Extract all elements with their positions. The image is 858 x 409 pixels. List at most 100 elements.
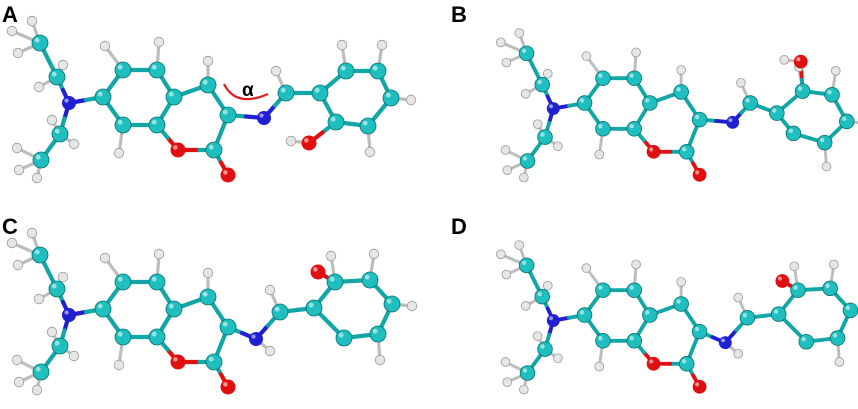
carbon-atom: [537, 341, 553, 357]
hydrogen-atom: [33, 81, 45, 93]
hydrogen-atom: [501, 57, 512, 68]
atom-highlight: [721, 338, 725, 343]
carbon-atom: [148, 328, 166, 346]
hydrogen-atom: [270, 65, 282, 77]
hydrogen-atom: [500, 357, 511, 367]
atom-highlight: [202, 79, 208, 85]
carbon-atom: [205, 353, 223, 371]
carbon-atom: [742, 95, 758, 111]
atom-highlight: [208, 144, 214, 150]
atom-highlight: [364, 274, 370, 280]
carbon-atom: [32, 363, 50, 381]
hydrogen-atom: [13, 164, 25, 176]
nitrogen-atom: [249, 332, 263, 346]
carbon-atom: [335, 329, 353, 347]
atom-highlight: [788, 128, 794, 134]
atom-highlight: [251, 334, 256, 339]
hydrogen-atom: [830, 66, 841, 76]
carbon-atom: [822, 280, 838, 297]
carbon-atom: [770, 306, 787, 322]
carbon-atom: [691, 111, 708, 128]
atom-highlight: [51, 71, 57, 77]
atom-highlight: [168, 303, 174, 309]
panel-letter-d: D: [451, 214, 467, 239]
carbon-atom: [31, 34, 49, 52]
carbon-atom: [839, 113, 855, 130]
carbon-atom: [326, 273, 344, 291]
atom-highlight: [827, 89, 832, 95]
carbon-atom: [576, 307, 593, 323]
hydrogen-atom: [264, 345, 276, 357]
nitrogen-atom: [726, 115, 740, 129]
carbon-atom: [94, 300, 112, 318]
atom-highlight: [598, 73, 603, 78]
atom-highlight: [649, 147, 654, 152]
hydrogen-atom: [153, 248, 165, 260]
atom-highlight: [117, 64, 123, 70]
molecule-panel-c: [6, 227, 418, 396]
atom-highlight: [313, 267, 318, 272]
carbon-atom: [369, 62, 387, 80]
hydrogen-atom: [514, 240, 525, 250]
atom-highlight: [208, 356, 214, 362]
carbon-atom: [518, 45, 535, 62]
carbon-atom: [114, 328, 132, 346]
carbon-atom: [595, 70, 611, 86]
hydrogen-atom: [202, 267, 214, 279]
atom-highlight: [645, 310, 650, 315]
oxygen-atom: [220, 167, 236, 183]
atom-highlight: [742, 313, 748, 318]
hydrogen-atom: [12, 259, 24, 271]
carbon-atom: [148, 61, 166, 79]
hydrogen-atom: [676, 65, 686, 75]
oxygen-atom: [692, 379, 707, 394]
atom-highlight: [151, 331, 157, 337]
atom-highlight: [329, 276, 335, 282]
carbon-atom: [673, 296, 689, 312]
carbon-atom: [534, 288, 551, 305]
carbon-atom: [824, 87, 840, 103]
atom-highlight: [681, 147, 687, 152]
hydrogen-atom: [99, 40, 111, 52]
hydrogen-atom: [829, 259, 839, 270]
atom-highlight: [579, 98, 585, 103]
nitrogen-atom: [718, 336, 732, 350]
atom-highlight: [598, 336, 603, 341]
atom-highlight: [51, 283, 57, 289]
atom-highlight: [522, 368, 528, 373]
hydrogen-atom: [594, 361, 605, 372]
atom-highlight: [222, 321, 228, 327]
carbon-atom: [199, 288, 217, 306]
carbon-atom: [51, 125, 69, 143]
hydrogen-atom: [13, 376, 25, 388]
atom-highlight: [385, 92, 391, 98]
carbon-atom: [678, 144, 695, 160]
atom-highlight: [540, 132, 545, 137]
hydrogen-atom: [520, 301, 531, 311]
hydrogen-atom: [502, 377, 513, 388]
atom-highlight: [97, 91, 103, 97]
hydrogen-atom: [99, 252, 111, 264]
carbon-atom: [327, 113, 345, 131]
hydrogen-atom: [46, 326, 58, 338]
hydrogen-atom: [676, 277, 686, 287]
atom-highlight: [796, 57, 801, 62]
hydrogen-atom: [364, 146, 376, 158]
hydrogen-atom: [202, 55, 214, 67]
carbon-atom: [816, 134, 833, 151]
atom-highlight: [797, 86, 803, 91]
atom-highlight: [54, 340, 60, 346]
carbon-atom: [595, 333, 611, 349]
hydrogen-atom: [57, 271, 69, 283]
atom-highlight: [338, 332, 344, 338]
hydrogen-atom: [581, 263, 592, 273]
oxygen-atom: [310, 264, 326, 280]
carbon-atom: [382, 89, 400, 107]
atom-highlight: [845, 305, 851, 311]
atom-highlight: [537, 79, 542, 85]
carbon-atom: [519, 153, 536, 169]
atom-highlight: [362, 120, 368, 126]
carbon-atom: [165, 88, 183, 106]
carbon-atom: [114, 273, 132, 291]
nitrogen-atom: [546, 102, 560, 115]
